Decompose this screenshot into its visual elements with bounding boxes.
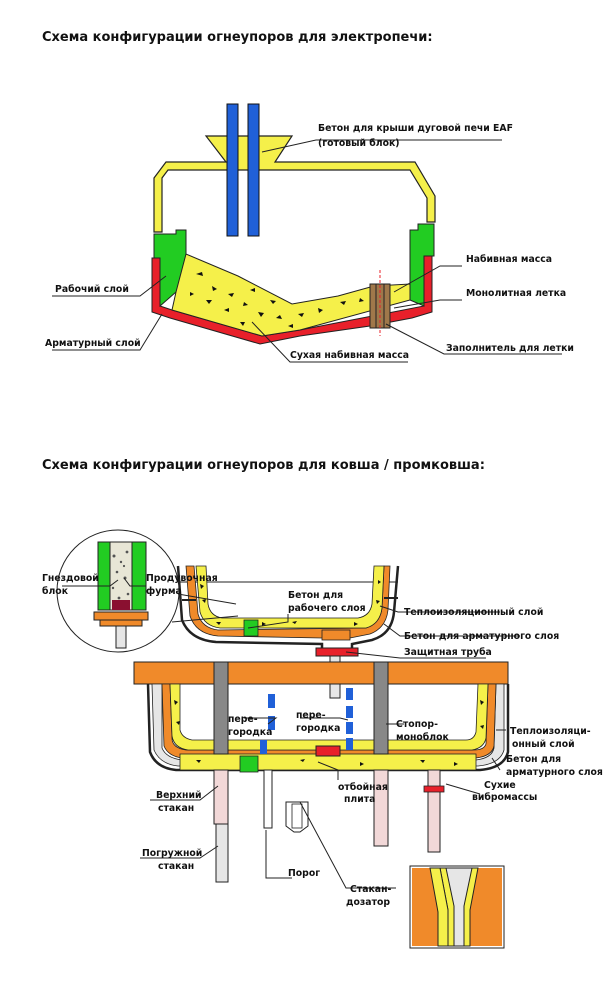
upper-nozzle-right	[373, 769, 389, 847]
label-well-block-2: блок	[42, 586, 69, 597]
label-stopper-2: моноблок	[396, 732, 449, 743]
label-dry-vibro-1: Сухие	[484, 780, 516, 791]
metering-nozzle-small	[427, 769, 441, 853]
label-monolithic-taphole: Монолитная летка	[466, 288, 566, 299]
impact-pad	[315, 745, 341, 757]
label-working-concrete-1: Бетон для	[288, 590, 343, 601]
purging-plug-zoom	[56, 529, 239, 653]
label-shroud: Защитная труба	[404, 647, 492, 658]
metering-nozzle-inset	[409, 865, 505, 949]
tundish	[133, 661, 510, 883]
label-baffle-left-2: городка	[228, 727, 272, 738]
label-purging-plug-1: Продувочная	[146, 573, 218, 584]
tundish-lid	[133, 661, 509, 685]
submerged-entry-nozzle	[215, 823, 229, 883]
label-safety-layer: Арматурный слой	[45, 338, 141, 349]
nozzle-collar	[423, 785, 445, 793]
dam-tube-inner	[291, 803, 303, 829]
eaf-leaders	[52, 139, 562, 363]
electrode-left	[226, 103, 239, 237]
label-dam: Порог	[288, 868, 320, 879]
ladle-nozzle-seat	[321, 629, 351, 641]
ladle-working-grains	[200, 580, 381, 626]
label-dry-vibro-2: вибромассы	[472, 792, 537, 803]
eaf-working-layer-right	[409, 223, 435, 307]
label-working-concrete-2: рабочего слоя	[288, 603, 366, 614]
eaf-furnace	[151, 103, 436, 345]
eaf-heading: Схема конфигурации огнеупоров для электр…	[42, 30, 433, 45]
label-safety-concrete-td-2: арматурного слоя	[506, 767, 603, 778]
label-safety-concrete-ladle: Бетон для арматурного слоя	[404, 631, 559, 642]
middle-drain	[263, 769, 273, 829]
eaf-hearth-grains	[190, 272, 389, 328]
ladle-working-layer	[195, 565, 385, 629]
baffle-right-segment-2	[346, 706, 353, 718]
baffle-right-segment-3	[346, 722, 353, 734]
label-taphole-filler: Заполнитель для летки	[446, 343, 574, 354]
tundish-working-layer	[169, 683, 489, 751]
label-insulation-ladle: Теплоизоляционный слой	[404, 607, 543, 618]
label-purging-plug-2: фурма	[146, 586, 182, 597]
stopper-left	[213, 661, 229, 755]
baffle-left-segment-3	[260, 740, 267, 754]
eaf-roof	[153, 135, 436, 233]
label-baffle-left-1: пере-	[228, 714, 258, 725]
ladle-shroud-holder	[315, 647, 359, 657]
label-baffle-right-1: пере-	[296, 710, 326, 721]
label-safety-concrete-td-1: Бетон для	[506, 754, 561, 765]
ladle-heading: Схема конфигурации огнеупоров для ковша …	[42, 458, 485, 473]
label-working-layer: Рабочий слой	[55, 284, 129, 295]
label-insulation-td-2: онный слой	[512, 739, 575, 750]
label-impact-pad-2: плита	[344, 794, 375, 805]
label-insulation-td-1: Теплоизоляци-	[510, 726, 591, 737]
baffle-right-segment-1	[346, 688, 353, 700]
baffle-right-segment-4	[346, 738, 353, 750]
label-stopper-1: Стопор-	[396, 719, 438, 730]
label-upper-nozzle-2: стакан	[158, 803, 194, 814]
label-sen-2: стакан	[158, 861, 194, 872]
label-upper-nozzle-1: Верхний	[156, 790, 202, 801]
label-baffle-right-2: городка	[296, 723, 340, 734]
label-well-block-1: Гнездовой	[42, 573, 99, 584]
ladle-leaders	[62, 577, 520, 889]
label-dry-ramming-mass: Сухая набивная масса	[290, 350, 409, 361]
eaf-hearth	[171, 253, 411, 337]
label-roof-concrete-2: (готовый блок)	[318, 138, 400, 149]
dam-block	[239, 755, 259, 773]
baffle-left-segment-1	[268, 694, 275, 708]
label-ramming-mass: Набивная масса	[466, 254, 552, 265]
label-sen-1: Погружной	[142, 848, 202, 859]
label-impact-pad-1: отбойная	[338, 782, 388, 793]
ladle-safety-layer	[185, 565, 391, 639]
baffle-left-segment-2	[268, 716, 275, 730]
upper-nozzle-left	[213, 769, 229, 825]
electrode-right	[247, 103, 260, 237]
stopper-right	[373, 661, 389, 755]
label-roof-concrete-1: Бетон для крыши дуговой печи EAF	[318, 123, 513, 134]
label-metering-nozzle-1: Стакан-	[350, 884, 391, 895]
label-metering-nozzle-2: дозатор	[346, 897, 390, 908]
